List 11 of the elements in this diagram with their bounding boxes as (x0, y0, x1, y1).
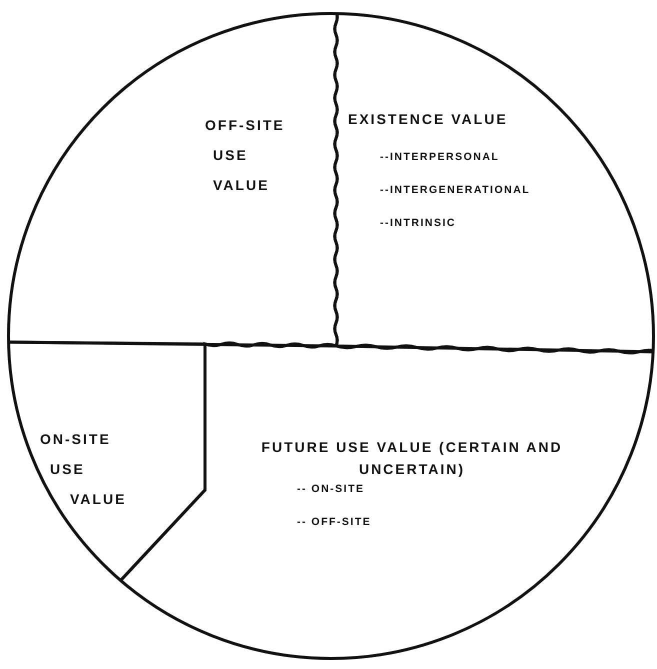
section-heading: ON-SITE USE VALUE (40, 430, 126, 509)
list-item: --INTRINSIC (380, 216, 456, 230)
section-heading: OFF-SITE USE VALUE (205, 116, 286, 195)
circle-section (336, 12, 655, 352)
section-heading: FUTURE USE VALUE (CERTAIN AND UNCERTAIN) (260, 438, 564, 479)
list-item: --INTERPERSONAL (380, 150, 500, 164)
section-heading: EXISTENCE VALUE (348, 110, 508, 129)
list-item: -- OFF-SITE (297, 515, 372, 529)
circle-outline (7, 12, 655, 660)
list-item: --INTERGENERATIONAL (380, 183, 530, 197)
list-item: -- ON-SITE (297, 482, 364, 496)
